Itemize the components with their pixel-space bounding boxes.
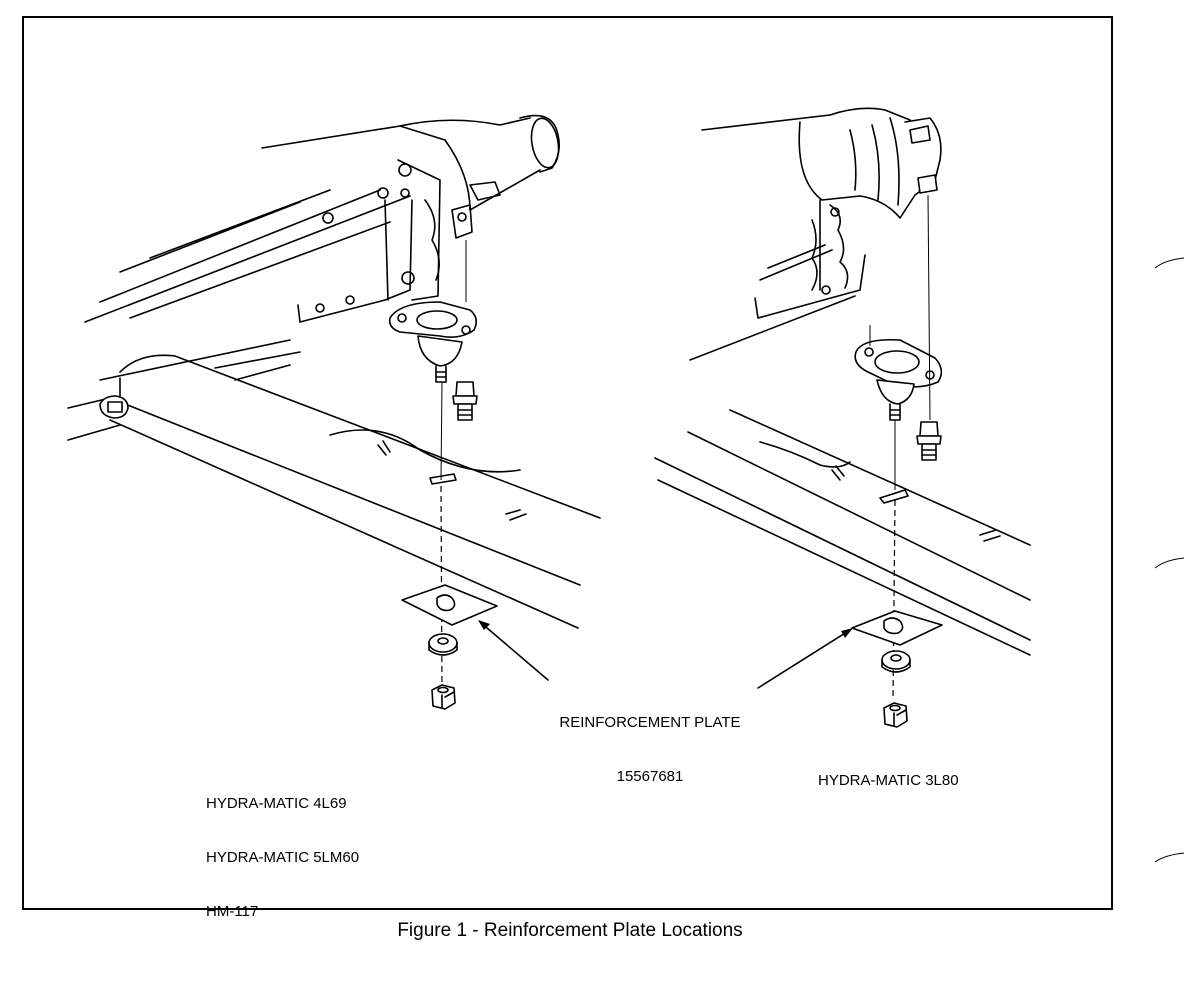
left-model-item: HM-117: [206, 903, 259, 920]
right-transmission-case: [689, 114, 866, 361]
left-washer: [428, 633, 458, 656]
figure-caption: Figure 1 - Reinforcement Plate Locations: [397, 920, 743, 941]
left-model-item: HYDRA-MATIC 5LM60: [206, 849, 360, 866]
left-nut: [431, 684, 456, 710]
margin-mark: [1154, 257, 1184, 269]
right-transmission-mount: [854, 338, 943, 421]
margin-mark: [1154, 852, 1184, 863]
right-nut: [883, 702, 908, 728]
right-assembly: [654, 107, 1031, 728]
right-alignment-line: [892, 499, 896, 701]
right-crossmember: [654, 409, 1031, 656]
left-transmission-case: [84, 125, 446, 381]
left-assembly: [67, 114, 601, 710]
left-model-item: HYDRA-MATIC 4L69: [206, 795, 347, 812]
left-reinforcement-plate: [401, 584, 498, 626]
left-tail-housing: [399, 114, 560, 239]
margin-mark: [1154, 557, 1184, 569]
left-crossmember: [67, 354, 601, 629]
left-mount-bolt: [452, 381, 478, 421]
reinforcement-plate-part-number: 15567681: [616, 768, 684, 785]
left-leader-arrow: [478, 620, 549, 681]
right-reinforcement-plate: [851, 610, 943, 646]
left-alignment-line: [440, 381, 443, 481]
right-leader-arrow: [757, 628, 853, 689]
right-washer: [881, 650, 911, 673]
reinforcement-plate-label: REINFORCEMENT PLATE 15567681: [535, 678, 765, 804]
reinforcement-plate-title: REINFORCEMENT PLATE: [559, 714, 741, 731]
right-mount-bolt: [916, 421, 942, 461]
right-tail-housing: [829, 107, 942, 219]
left-model-list: HYDRA-MATIC 4L69 HYDRA-MATIC 5LM60 HM-11…: [206, 759, 359, 939]
right-model-label: HYDRA-MATIC 3L80: [818, 772, 959, 789]
figure-frame: [22, 16, 1113, 910]
right-alignment-line: [927, 194, 931, 421]
left-transmission-mount: [388, 301, 478, 383]
